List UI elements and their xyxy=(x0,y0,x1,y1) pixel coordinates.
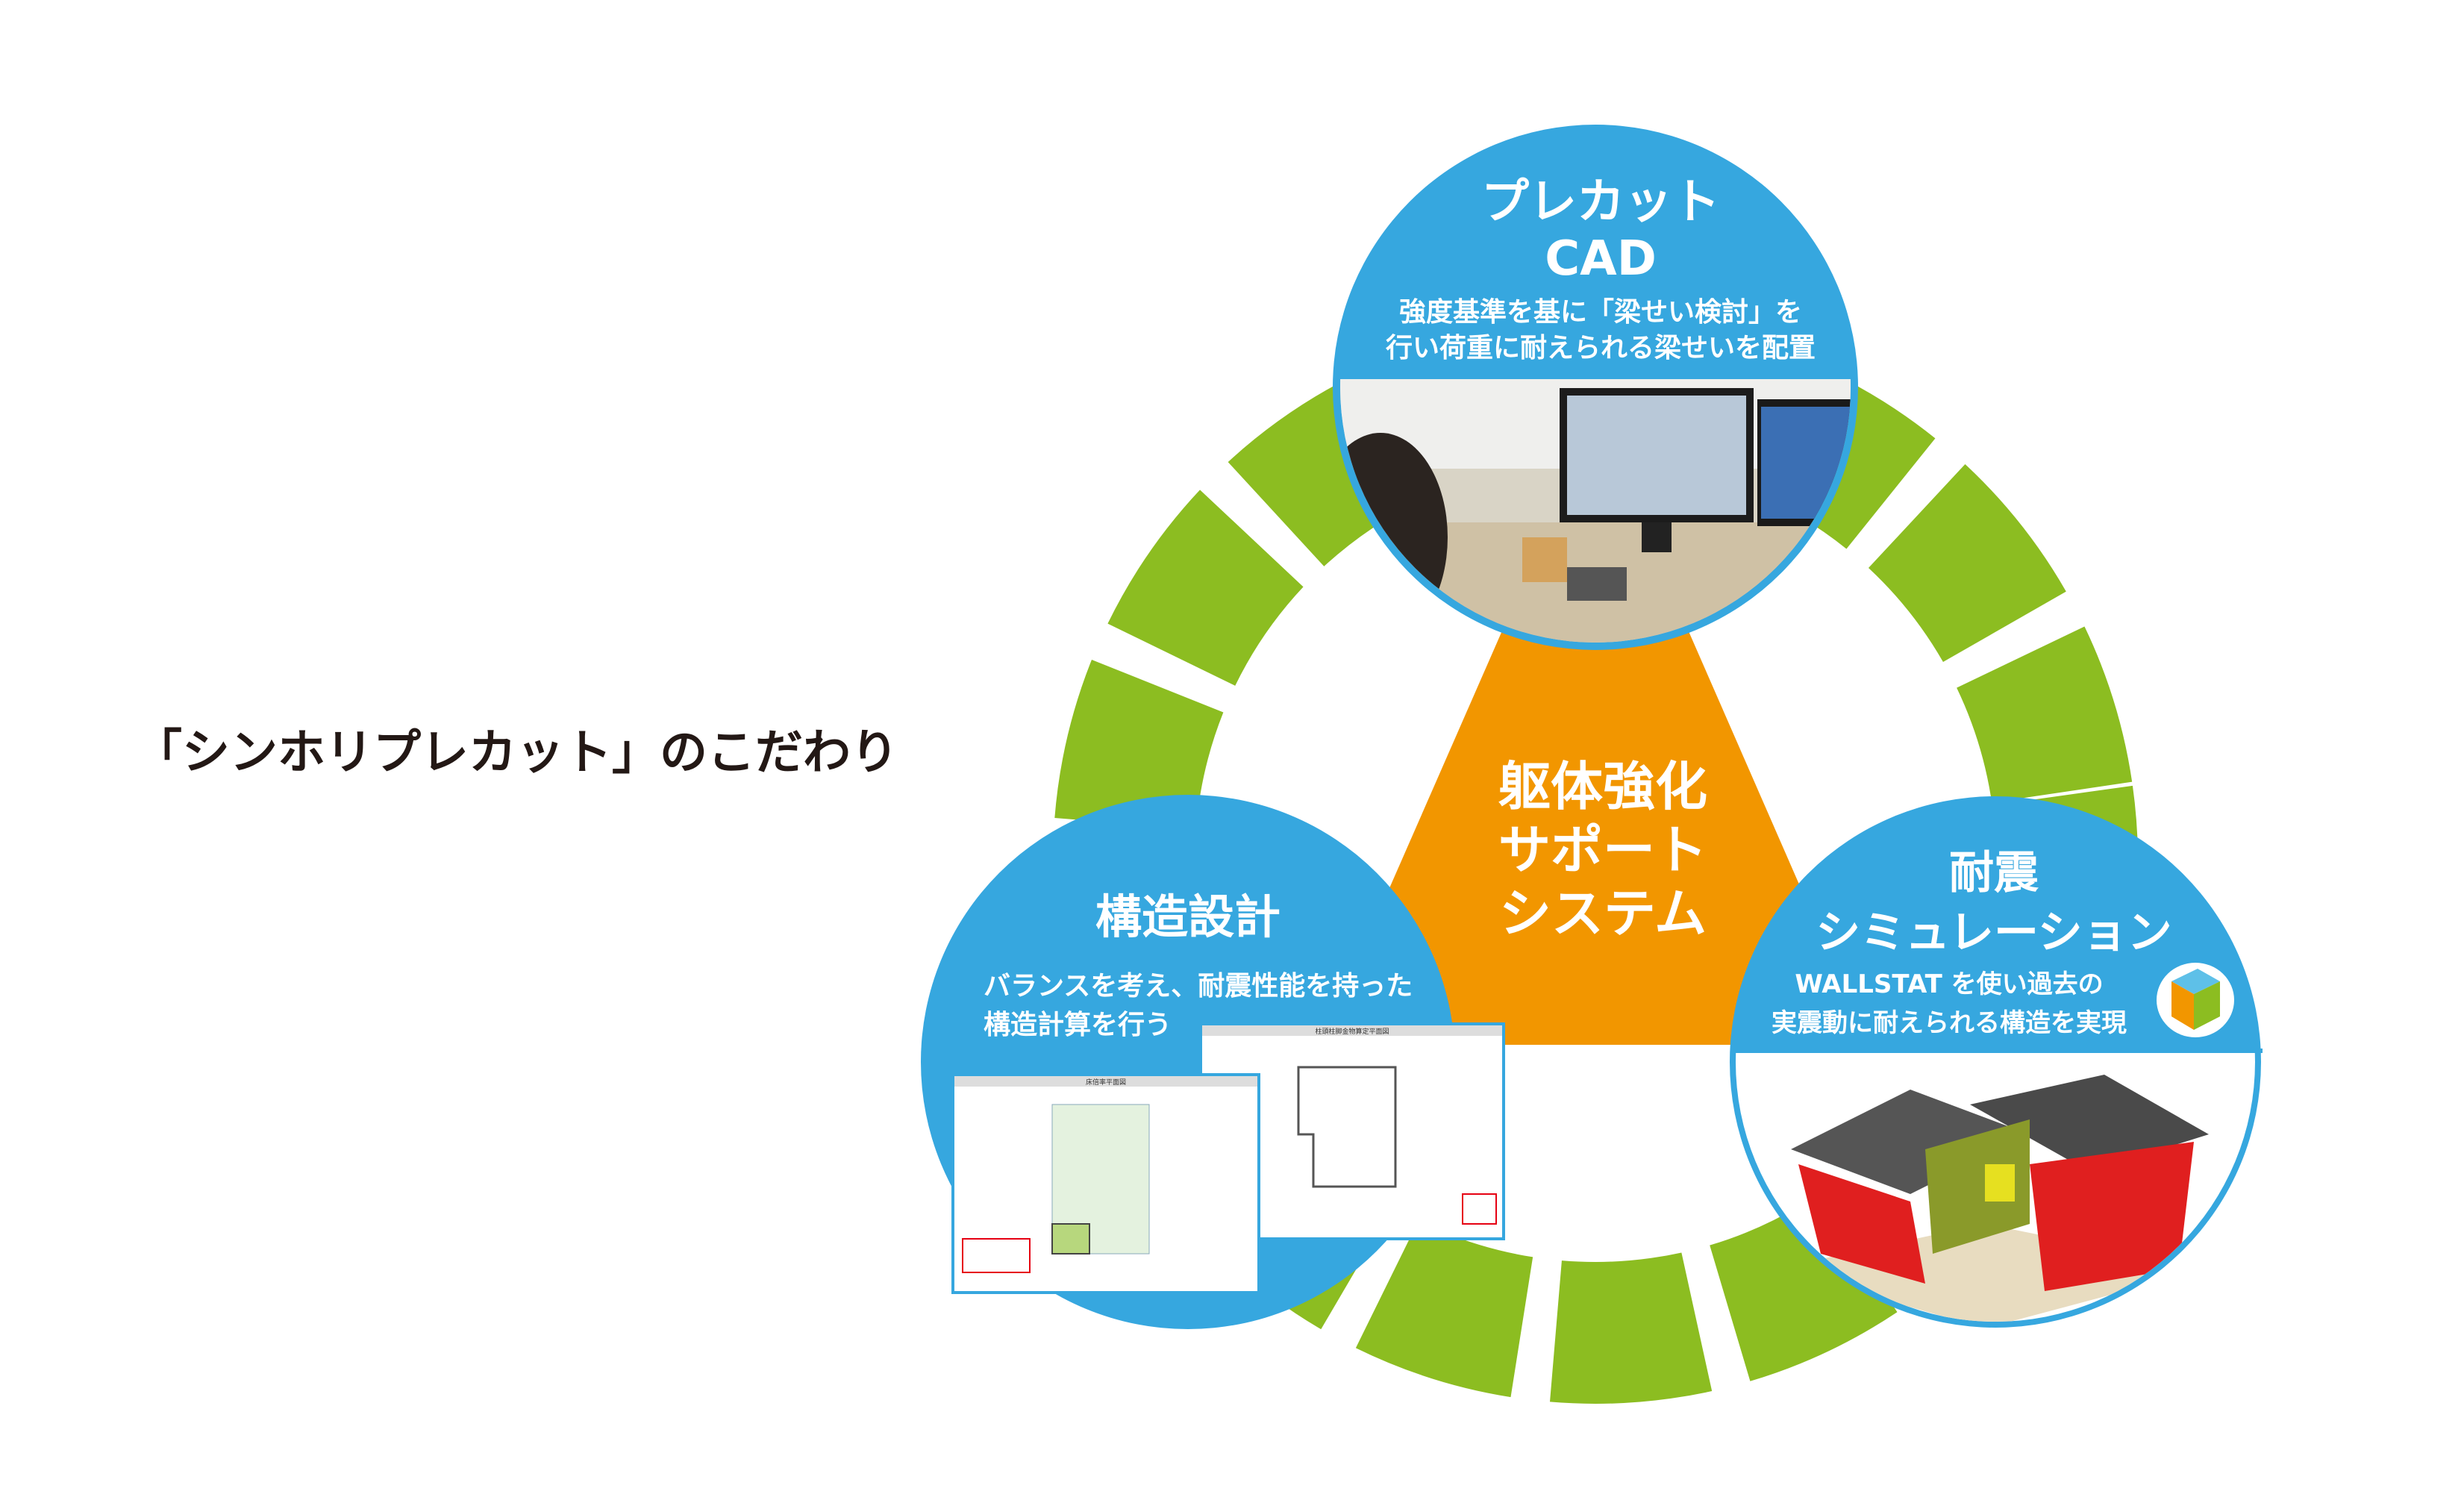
center-line-1: 躯体強化 xyxy=(1498,756,1707,817)
top-title-1: プレカット xyxy=(1481,175,1720,230)
center-line-2: サポート xyxy=(1498,819,1707,881)
center-triangle xyxy=(1321,418,1869,1045)
right-circle-seismic-simulation: 耐震 シミュレーション WALLSTAT を使い過去の 実震動に耐えられる構造を… xyxy=(1730,796,2263,1328)
top-desc-2: 行い荷重に耐えられる梁せいを配置 xyxy=(1386,333,1816,363)
right-desc-2: 実震動に耐えられる構造を実現 xyxy=(1772,1008,2127,1038)
right-title-2: シミュレーション xyxy=(1816,907,2172,959)
svg-text:床倍率平面図: 床倍率平面図 xyxy=(1086,1078,1126,1087)
right-desc-1: WALLSTAT を使い過去の xyxy=(1795,969,2103,999)
office-photo xyxy=(1340,379,1851,643)
wallstat-logo xyxy=(2157,963,2234,1037)
floor-plan-document-1: 床倍率平面図 xyxy=(951,1073,1260,1294)
left-title: 構造設計 xyxy=(1095,890,1281,944)
svg-text:柱頭柱脚金物算定平面図: 柱頭柱脚金物算定平面図 xyxy=(1315,1027,1389,1036)
left-desc-1: バランスを考え、耐震性能を持った xyxy=(984,971,1413,1002)
page-title: 「シンホリプレカット」のこだわり xyxy=(134,725,898,781)
top-circle-prekut-cad: プレカット CAD 強度基準を基に「梁せい検討」を 行い荷重に耐えられる梁せいを… xyxy=(1333,125,1858,650)
top-desc-1: 強度基準を基に「梁せい検討」を xyxy=(1399,297,1802,328)
right-title-1: 耐震 xyxy=(1949,847,2039,899)
left-desc-2: 構造計算を行う xyxy=(984,1010,1172,1040)
center-line-3: システム xyxy=(1499,883,1707,944)
top-title-2: CAD xyxy=(1545,231,1657,287)
left-circle-structural-design: 構造設計 バランスを考え、耐震性能を持った 構造計算を行う 柱頭柱脚金物算定平面… xyxy=(921,795,1505,1329)
